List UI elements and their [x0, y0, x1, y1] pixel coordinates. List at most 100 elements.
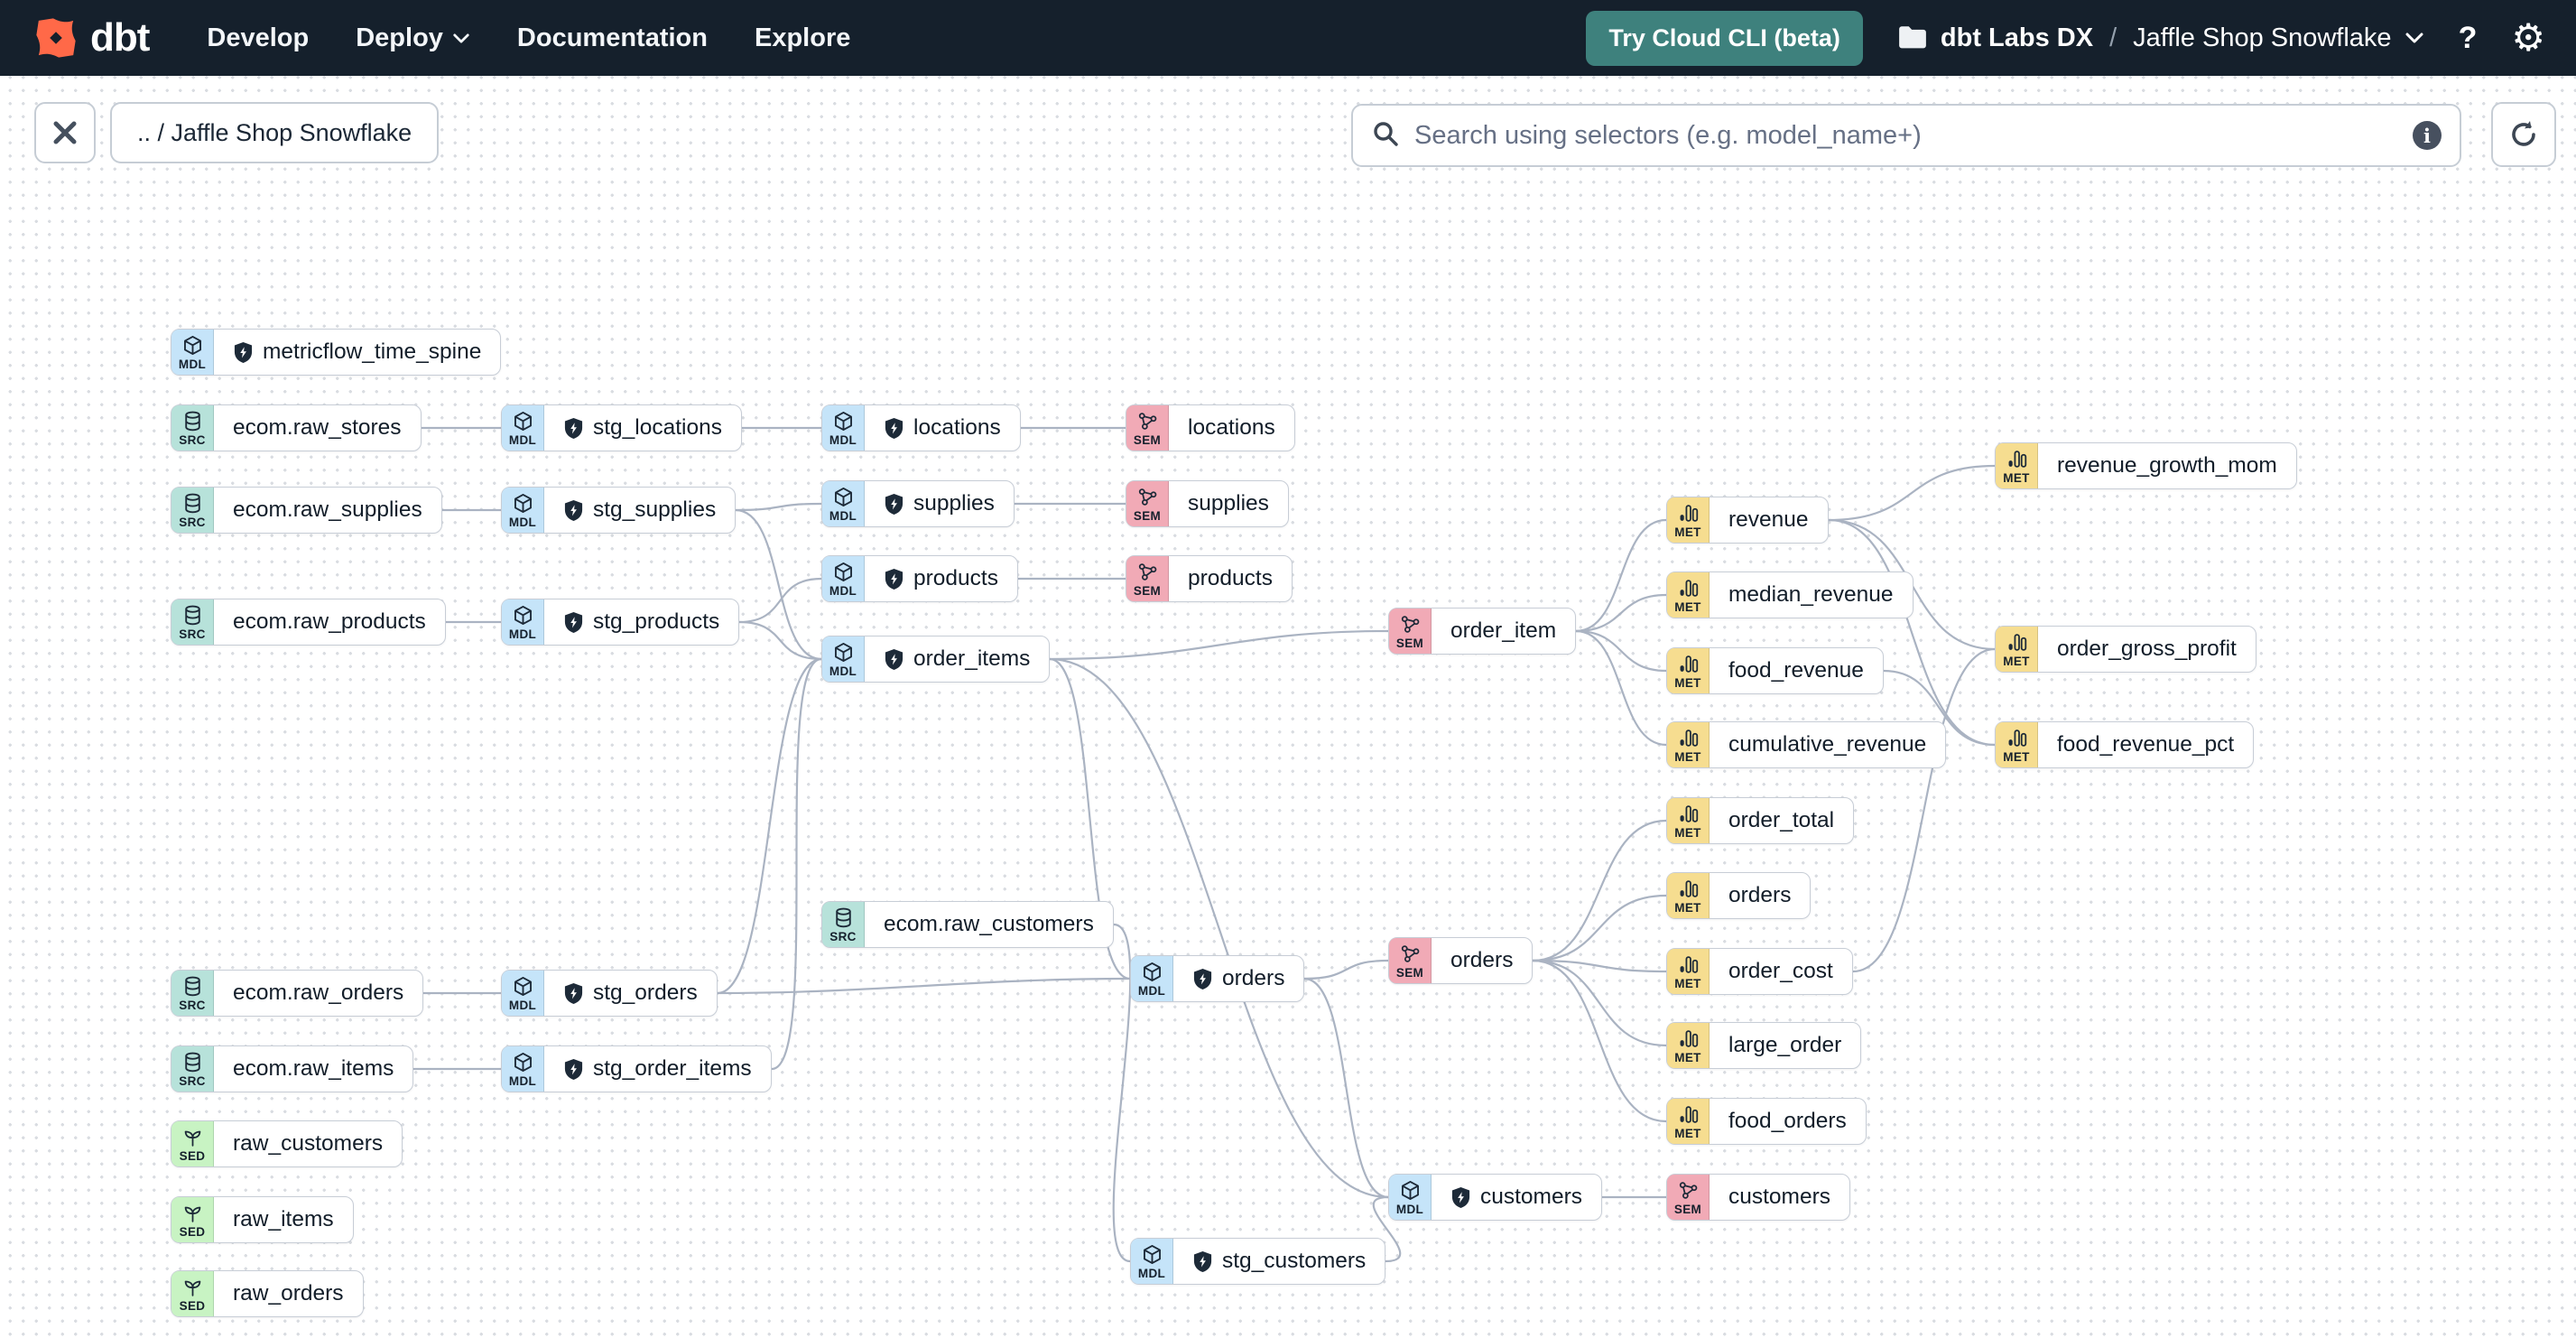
help-icon[interactable]: ? — [2458, 20, 2478, 55]
node-type-label: MDL — [508, 515, 537, 529]
node-type-label: MDL — [829, 508, 857, 523]
info-icon[interactable]: i — [2413, 121, 2442, 150]
node-type-label: MET — [1674, 1126, 1701, 1140]
node-type-label: MET — [1674, 749, 1701, 764]
lineage-breadcrumb[interactable]: .. / Jaffle Shop Snowflake — [110, 102, 440, 163]
model-icon — [834, 411, 852, 431]
metric-icon — [1680, 580, 1698, 597]
lineage-edge — [1575, 593, 1667, 633]
node-label: revenue_growth_mom — [2057, 453, 2277, 478]
node-type-badge: MDL — [1131, 956, 1173, 1001]
dbt-brand[interactable]: dbt — [31, 13, 150, 63]
project-name: Jaffle Shop Snowflake — [2133, 23, 2392, 52]
node-customers_mdl[interactable]: MDL customers — [1388, 1174, 1603, 1221]
try-cloud-cli-button[interactable]: Try Cloud CLI (beta) — [1586, 10, 1863, 66]
node-label: ecom.raw_items — [233, 1056, 394, 1081]
node-type-label: MET — [1674, 599, 1701, 614]
node-type-label: MET — [1674, 825, 1701, 840]
metric-icon — [1680, 956, 1698, 973]
seed-icon — [184, 1280, 200, 1296]
model-icon — [834, 487, 852, 506]
seed-icon — [184, 1206, 200, 1222]
node-type-label: SED — [179, 1148, 206, 1163]
source-icon — [184, 976, 200, 996]
node-type-label: MDL — [508, 998, 537, 1012]
nav-item-documentation[interactable]: Documentation — [516, 23, 708, 52]
lineage-edge — [1532, 819, 1667, 962]
node-label: order_gross_profit — [2057, 636, 2237, 661]
shield-icon — [564, 611, 583, 633]
source-icon — [184, 605, 200, 625]
semantic-model-icon — [1401, 945, 1419, 962]
model-icon — [834, 562, 852, 581]
node-label: customers — [1432, 1175, 1601, 1220]
node-type-badge: MET — [1667, 798, 1710, 843]
close-lineage-button[interactable] — [34, 102, 96, 163]
node-type-label: MDL — [829, 583, 857, 598]
node-products_mdl[interactable]: MDL products — [821, 555, 1018, 602]
metric-icon — [2008, 451, 2026, 468]
node-label: median_revenue — [1728, 582, 1894, 607]
node-type-label: MDL — [1395, 1202, 1424, 1216]
refresh-button[interactable] — [2491, 102, 2556, 167]
gear-icon[interactable]: ⚙ — [2511, 15, 2545, 60]
node-type-label: MET — [1674, 675, 1701, 690]
shield-icon — [234, 341, 253, 363]
nav-item-deploy[interactable]: Deploy — [356, 23, 470, 53]
selector-search: i — [1351, 104, 2461, 167]
metric-icon — [1680, 880, 1698, 897]
model-icon — [514, 1052, 532, 1072]
nav-item-develop[interactable]: Develop — [207, 23, 310, 52]
lineage-edge — [735, 502, 822, 512]
lineage-canvas[interactable]: .. / Jaffle Shop Snowflake i MDLmetricfl… — [0, 76, 2576, 1338]
node-type-badge: MET — [1667, 572, 1710, 618]
search-input[interactable] — [1414, 120, 2398, 151]
node-type-badge: SEM — [1389, 938, 1432, 983]
node-label: products — [865, 556, 1017, 601]
node-median_revenue[interactable]: MET median_revenue — [1666, 571, 1913, 618]
metric-icon — [2008, 634, 2026, 651]
account-project-switcher[interactable]: dbt Labs DX / Jaffle Shop Snowflake — [1897, 23, 2424, 53]
semantic-model-icon — [1679, 1182, 1697, 1199]
node-type-badge: MDL — [502, 599, 544, 645]
metric-icon — [1680, 505, 1698, 522]
nav-item-explore[interactable]: Explore — [754, 23, 851, 52]
